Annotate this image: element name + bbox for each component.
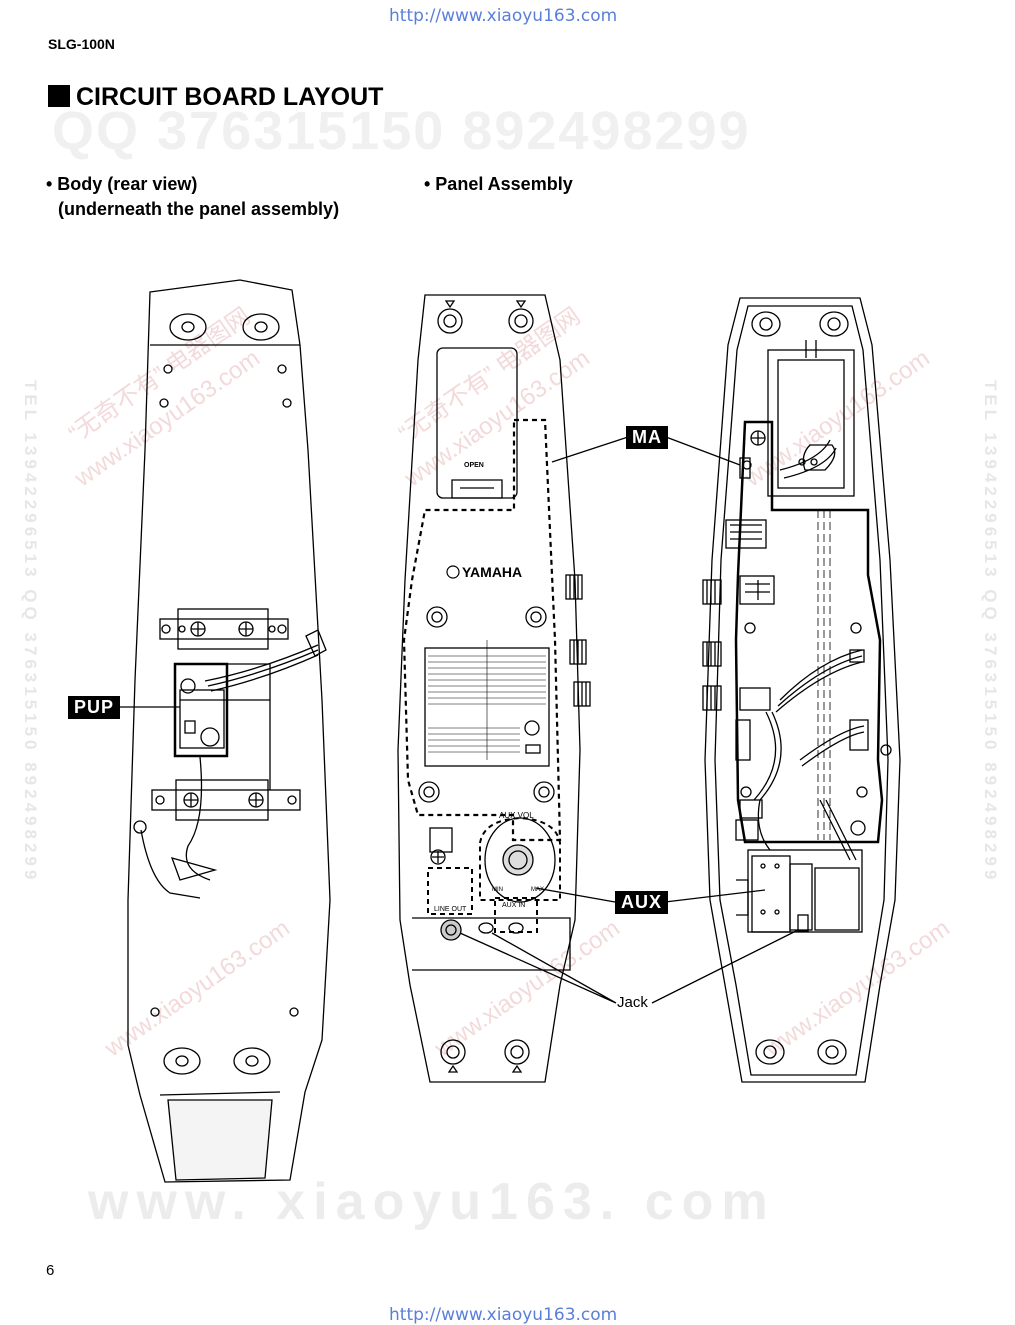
- site-watermark-bottom: www. xiaoyu163. com: [88, 1173, 776, 1231]
- jack-callout: Jack: [617, 994, 648, 1011]
- pup-callout: PUP: [68, 696, 121, 719]
- body-view-subtitle: (underneath the panel assembly): [58, 199, 340, 219]
- section-marker-icon: [48, 85, 70, 107]
- label-brand: YAMAHA: [462, 564, 522, 580]
- label-aux-vol: AUX VOL: [499, 811, 534, 820]
- section-title-text: CIRCUIT BOARD LAYOUT: [76, 83, 384, 111]
- panel-assembly-drawing: [397, 294, 629, 1083]
- brand-logo-icon: [446, 565, 460, 579]
- source-url-top[interactable]: http://www.xiaoyu163.com: [389, 6, 618, 26]
- body-view-title: • Body (rear view): [46, 174, 198, 194]
- body-view-heading: • Body (rear view) (underneath the panel…: [46, 172, 339, 222]
- body-rear-view-drawing: [117, 279, 331, 1183]
- section-title: CIRCUIT BOARD LAYOUT: [48, 83, 383, 112]
- panel-inside-drawing: [651, 297, 901, 1083]
- label-aux-in: AUX IN: [502, 902, 525, 909]
- aux-callout: AUX: [615, 891, 669, 914]
- model-number: SLG-100N: [48, 36, 115, 52]
- label-open: OPEN: [464, 462, 484, 469]
- label-line-out: LINE OUT: [434, 906, 467, 913]
- label-min: MIN: [492, 887, 503, 893]
- page-number: 6: [46, 1262, 55, 1279]
- qq-watermark: QQ 376315150 892498299: [52, 101, 751, 161]
- ma-callout: MA: [626, 426, 668, 449]
- label-max: MAX: [531, 887, 544, 893]
- panel-view-heading: • Panel Assembly: [424, 174, 573, 194]
- source-url-bottom[interactable]: http://www.xiaoyu163.com: [389, 1305, 618, 1325]
